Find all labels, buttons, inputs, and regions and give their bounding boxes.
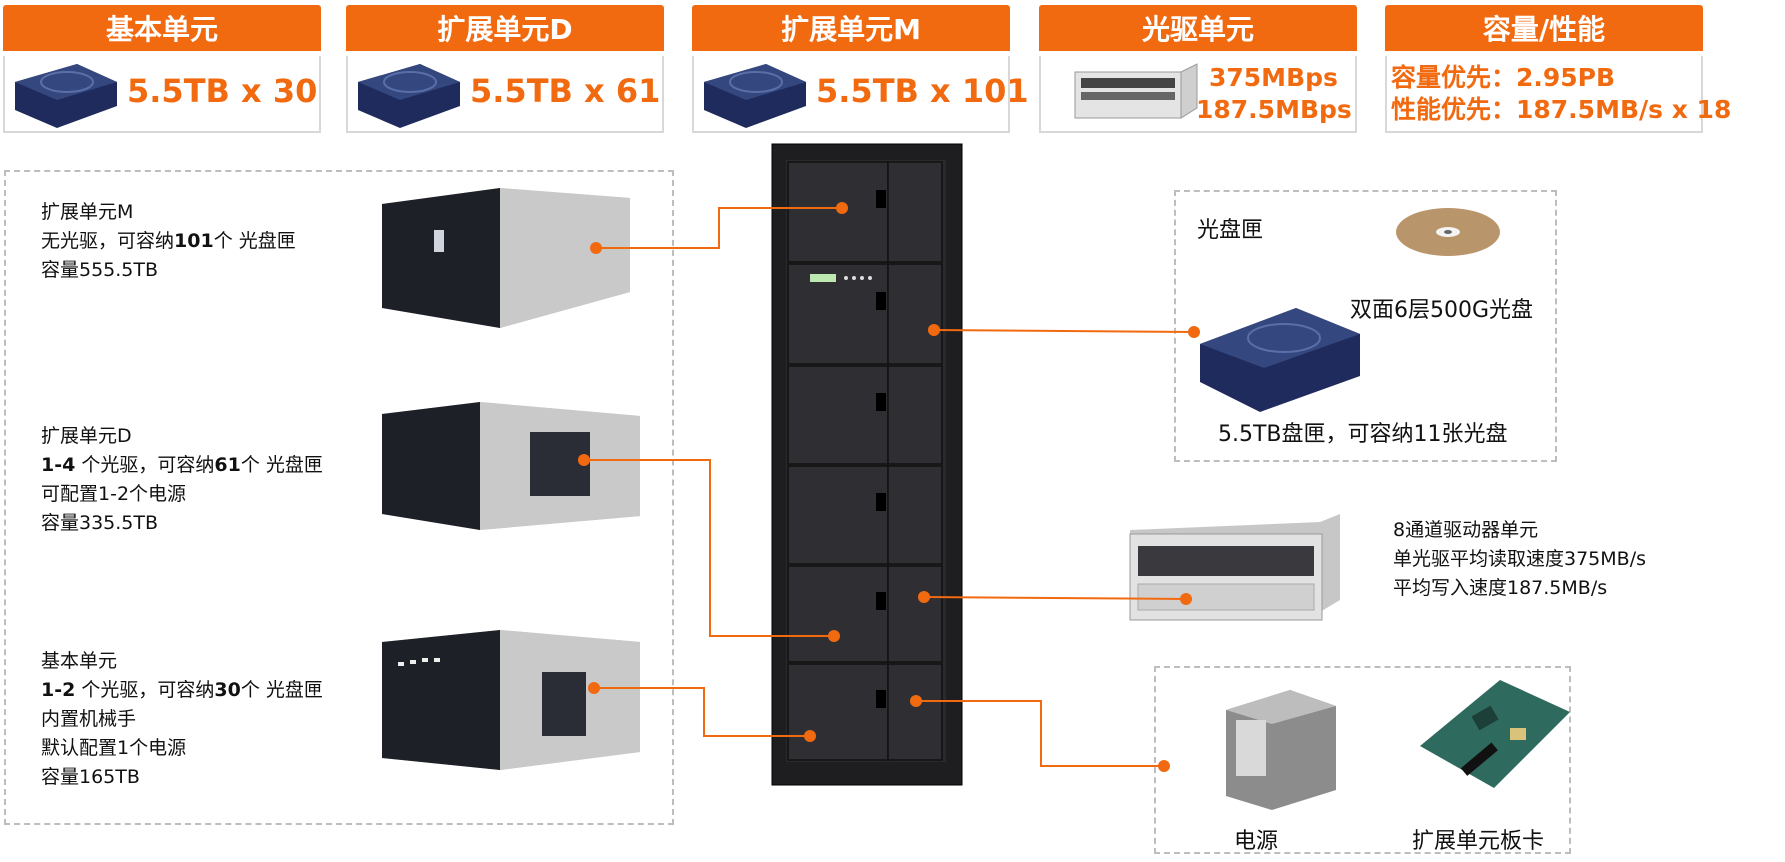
unit-d-capacity: 容量335.5TB — [41, 512, 159, 534]
card-title: 光驱单元 — [1039, 5, 1357, 51]
card-body: 375MBps 187.5MBps — [1039, 56, 1357, 133]
card-title: 扩展单元M — [692, 5, 1010, 51]
unit-m-title: 扩展单元M — [41, 201, 134, 223]
cartridge-icon — [358, 64, 460, 128]
card-value-write: 187.5MBps — [1196, 95, 1352, 124]
drive-read-speed: 单光驱平均读取速度375MB/s — [1393, 548, 1646, 570]
card-title: 容量/性能 — [1385, 5, 1703, 51]
board-label: 扩展单元板卡 — [1412, 829, 1545, 854]
cartridge-icon — [704, 64, 806, 128]
card-drive-unit: 光驱单元 375MBps 187.5MBps — [1039, 5, 1357, 133]
card-basic-unit: 基本单元 5.5TB x 30 — [3, 5, 321, 133]
unit-d-title: 扩展单元D — [41, 425, 132, 447]
card-expansion-d: 扩展单元D 5.5TB x 61 — [346, 5, 664, 133]
power-label: 电源 — [1234, 829, 1279, 854]
unit-basic-robot: 内置机械手 — [41, 708, 137, 730]
card-value-capacity: 容量优先：2.95PB — [1391, 63, 1616, 92]
cartridge-panel — [1174, 190, 1557, 462]
card-capacity-performance: 容量/性能 容量优先：2.95PB 性能优先：187.5MB/s x 18 — [1385, 5, 1731, 133]
connector-lines — [584, 207, 1195, 767]
unit-d-slots: 1-4 个光驱，可容纳61个 光盘匣 — [41, 454, 323, 476]
unit-basic-text: 基本单元 1-2 个光驱，可容纳30个 光盘匣 内置机械手 默认配置1个电源 容… — [41, 647, 323, 792]
card-expansion-m: 扩展单元M 5.5TB x 101 — [692, 5, 1029, 133]
unit-basic-title: 基本单元 — [41, 650, 118, 672]
cartridge-title: 光盘匣 — [1197, 218, 1264, 243]
drive-text: 8通道驱动器单元 单光驱平均读取速度375MB/s 平均写入速度187.5MB/… — [1393, 516, 1646, 603]
card-body: 5.5TB x 101 — [692, 56, 1029, 133]
cartridge-icon — [15, 64, 117, 128]
card-body: 容量优先：2.95PB 性能优先：187.5MB/s x 18 — [1385, 56, 1731, 133]
unit-basic-capacity: 容量165TB — [41, 766, 140, 788]
card-body: 5.5TB x 30 — [3, 56, 321, 133]
card-title: 扩展单元D — [346, 5, 664, 51]
cartridge-desc: 5.5TB盘匣，可容纳11张光盘 — [1218, 422, 1508, 447]
unit-basic-power: 默认配置1个电源 — [41, 737, 187, 759]
card-title: 基本单元 — [3, 5, 321, 51]
unit-m-text: 扩展单元M 无光驱，可容纳101个 光盘匣 容量555.5TB — [41, 198, 296, 285]
drive-unit-image — [1129, 514, 1340, 621]
card-value: 5.5TB x 61 — [470, 72, 661, 110]
unit-d-power: 可配置1-2个电源 — [41, 483, 187, 505]
card-body: 5.5TB x 61 — [346, 56, 664, 133]
card-value: 5.5TB x 30 — [127, 72, 318, 110]
unit-m-slots: 无光驱，可容纳101个 光盘匣 — [41, 230, 296, 252]
rack — [771, 143, 963, 786]
drive-channels: 8通道驱动器单元 — [1393, 519, 1539, 541]
unit-d-text: 扩展单元D 1-4 个光驱，可容纳61个 光盘匣 可配置1-2个电源 容量335… — [41, 422, 323, 538]
card-value-performance: 性能优先：187.5MB/s x 18 — [1391, 95, 1732, 124]
card-value: 5.5TB x 101 — [816, 72, 1029, 110]
drive-write-speed: 平均写入速度187.5MB/s — [1393, 577, 1608, 599]
drive-unit-icon — [1074, 63, 1198, 119]
unit-m-capacity: 容量555.5TB — [41, 259, 159, 281]
card-value-read: 375MBps — [1209, 63, 1338, 92]
unit-basic-slots: 1-2 个光驱，可容纳30个 光盘匣 — [41, 679, 323, 701]
disc-label: 双面6层500G光盘 — [1350, 298, 1534, 323]
